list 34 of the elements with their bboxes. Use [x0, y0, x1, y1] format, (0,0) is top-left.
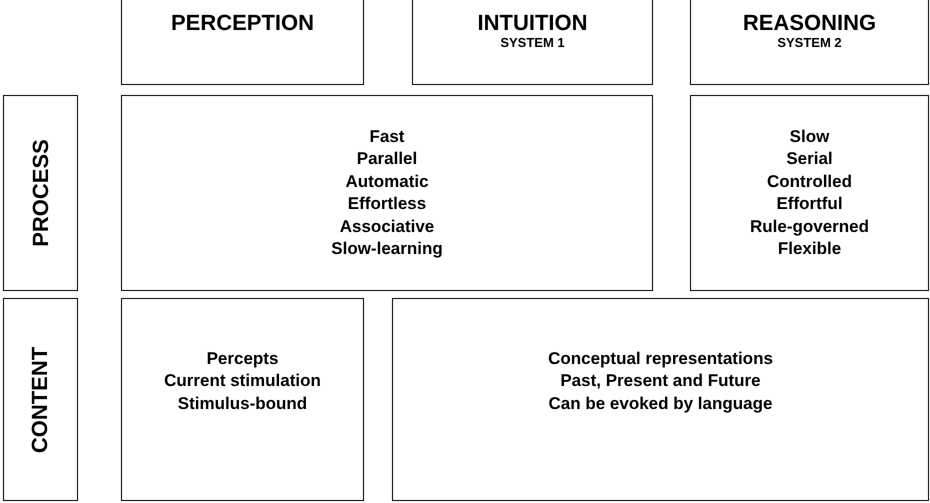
- property-text: Flexible: [778, 238, 842, 260]
- column-heading: PERCEPTION: [170, 10, 314, 35]
- property-text: Associative: [340, 216, 434, 238]
- column-heading: INTUITION: [478, 10, 588, 35]
- property-text: Effortful: [776, 193, 843, 215]
- column-heading: REASONING: [742, 10, 876, 35]
- property-text: Effortless: [348, 193, 426, 215]
- property-box: [392, 298, 929, 501]
- row-heading: PROCESS: [28, 139, 54, 247]
- property-text: Parallel: [356, 148, 418, 170]
- row-header-box: [3, 95, 78, 291]
- property-text: Current stimulation: [164, 370, 321, 392]
- property-text: Automatic: [345, 170, 429, 192]
- property-box: [121, 298, 364, 501]
- row-header-box: [3, 298, 78, 501]
- property-text: Slow: [790, 126, 830, 148]
- property-text: Rule-governed: [750, 216, 870, 238]
- property-box: [690, 95, 929, 291]
- property-text: Stimulus-bound: [178, 392, 308, 415]
- system-label: SYSTEM 1: [500, 35, 565, 50]
- column-header-box: [121, 0, 364, 85]
- property-text: Slow-learning: [331, 238, 443, 260]
- system-label: SYSTEM 2: [777, 35, 842, 50]
- column-header-box: [690, 0, 929, 85]
- property-text: Can be evoked by language: [548, 392, 772, 415]
- property-text: Percepts: [206, 348, 278, 370]
- property-text: Conceptual representations: [548, 348, 773, 370]
- column-header-box: [412, 0, 653, 85]
- row-heading: CONTENT: [28, 346, 54, 453]
- property-text: Controlled: [767, 170, 852, 192]
- property-text: Past, Present and Future: [560, 370, 761, 392]
- property-text: Fast: [370, 126, 404, 148]
- property-box: [121, 95, 653, 291]
- property-text: Serial: [786, 148, 833, 170]
